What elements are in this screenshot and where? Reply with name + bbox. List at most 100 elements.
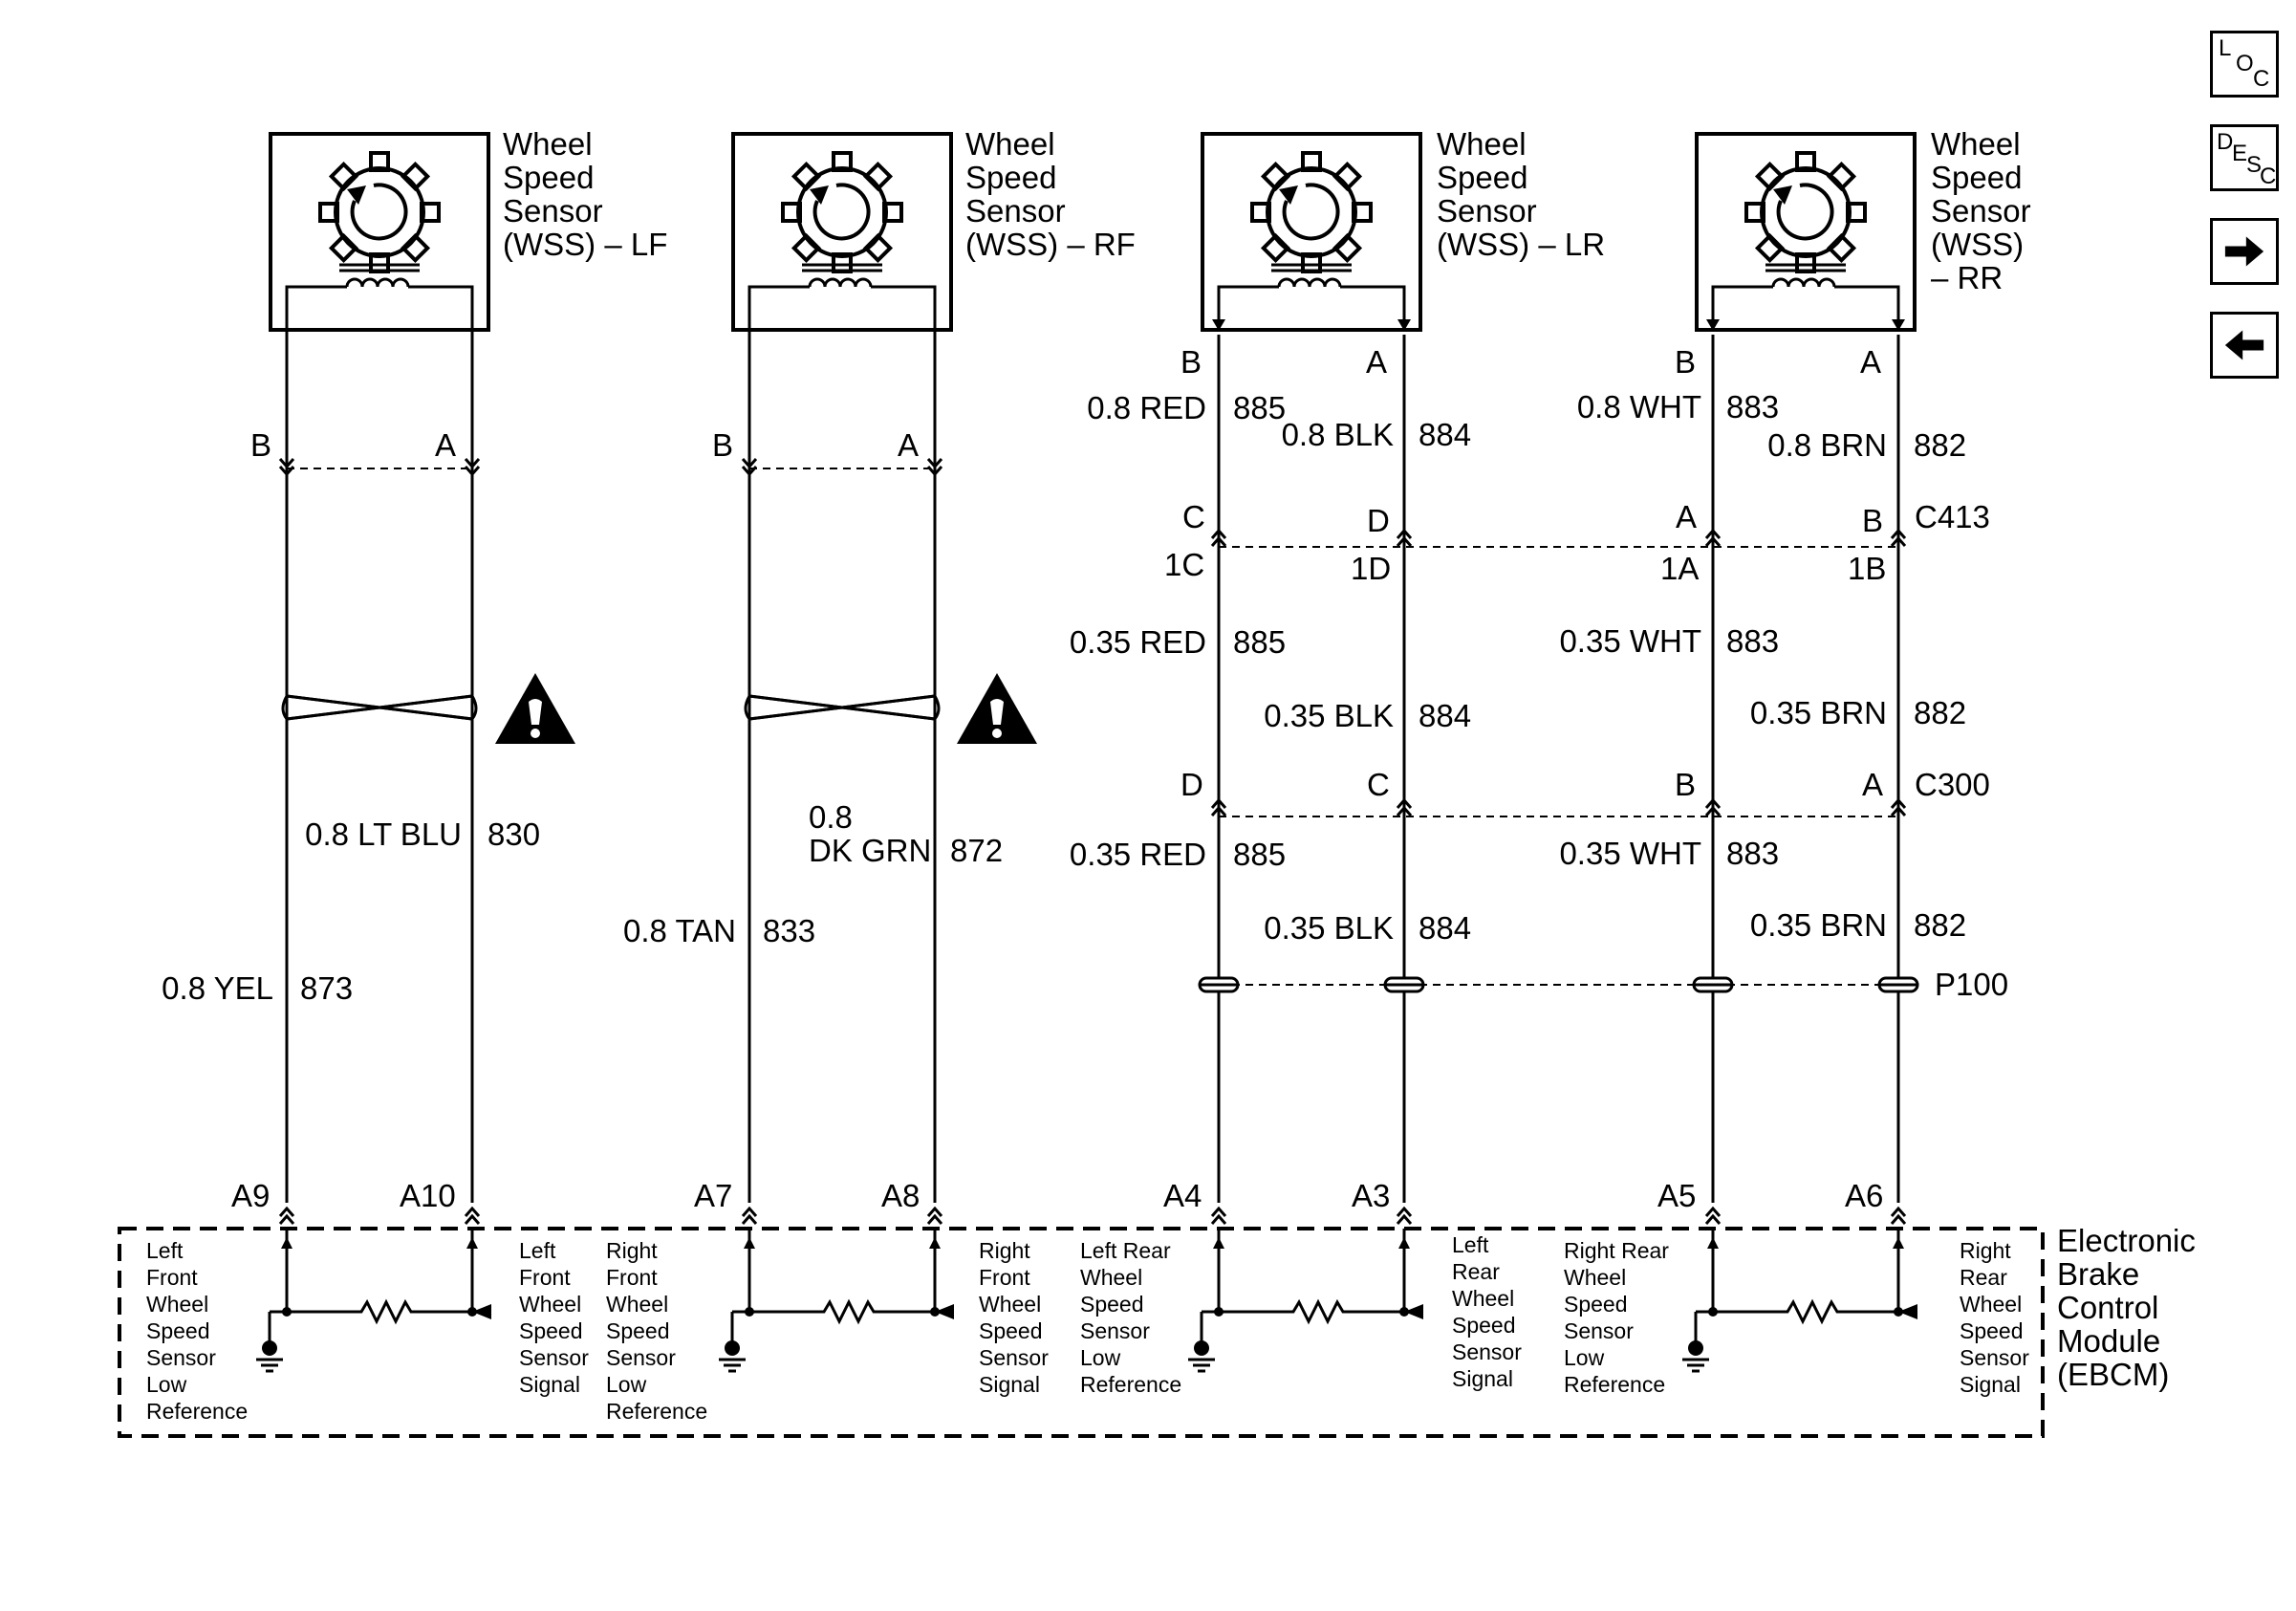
low-wire-labels: 0.35 RED 885 0.35 BLK 884 0.35 WHT 883 0… <box>1070 836 1966 946</box>
twisted-pair-rf <box>744 694 941 721</box>
rf-pin-a: A <box>898 427 919 463</box>
sensor-lr <box>1201 132 1422 333</box>
ebcm-label-lr-signal: Left Rear Wheel Speed Sensor Signal <box>1452 1232 1522 1391</box>
svg-text:Speed: Speed <box>606 1318 670 1343</box>
svg-text:C: C <box>1182 499 1205 534</box>
svg-text:Speed: Speed <box>1960 1318 2024 1343</box>
svg-text:Sensor: Sensor <box>965 193 1066 229</box>
loc-letter-o: O <box>2236 51 2254 76</box>
ebcm-label-lf-signal: Left Front Wheel Speed Sensor Signal <box>519 1238 589 1397</box>
c300-label: C300 <box>1915 767 1990 802</box>
svg-text:Low: Low <box>1564 1345 1605 1370</box>
svg-text:883: 883 <box>1726 836 1779 871</box>
loc-letter-l: L <box>2219 35 2232 61</box>
svg-text:Speed: Speed <box>965 160 1056 195</box>
location-button[interactable]: L O C <box>2210 31 2279 98</box>
svg-text:1A: 1A <box>1660 551 1699 586</box>
svg-text:Speed: Speed <box>1931 160 2022 195</box>
ebcm-label-rr-low-ref: Right Rear Wheel Speed Sensor Low Refere… <box>1564 1238 1669 1397</box>
svg-text:0.35 WHT: 0.35 WHT <box>1559 836 1701 871</box>
svg-text:884: 884 <box>1419 698 1471 733</box>
svg-text:DK GRN: DK GRN <box>809 833 931 868</box>
svg-text:Signal: Signal <box>979 1372 1040 1397</box>
svg-text:Front: Front <box>979 1265 1030 1290</box>
svg-text:Left: Left <box>519 1238 556 1263</box>
svg-text:Rear: Rear <box>1960 1265 2007 1290</box>
svg-text:Wheel: Wheel <box>503 126 593 162</box>
ground-icon <box>1680 1329 1711 1373</box>
lr-pin-a: A <box>1366 344 1387 380</box>
svg-text:Speed: Speed <box>503 160 594 195</box>
svg-text:A7: A7 <box>694 1178 732 1213</box>
ebcm-label-rf-signal: Right Front Wheel Speed Sensor Signal <box>979 1238 1049 1397</box>
ebcm-boundary <box>118 1227 2045 1438</box>
svg-text:Wheel: Wheel <box>1437 126 1527 162</box>
svg-text:(WSS) – LR: (WSS) – LR <box>1437 227 1605 262</box>
desc-letter-c: C <box>2260 163 2277 189</box>
mid-wire-labels: 0.35 RED 885 0.35 BLK 884 0.35 WHT 883 0… <box>1070 623 1966 733</box>
svg-text:Wheel: Wheel <box>1080 1265 1142 1290</box>
svg-text:A8: A8 <box>881 1178 920 1213</box>
svg-text:Sensor: Sensor <box>1452 1339 1522 1364</box>
sensor-rf <box>731 132 953 332</box>
description-button[interactable]: D E S C <box>2210 124 2279 191</box>
next-page-button[interactable] <box>2210 218 2279 285</box>
svg-text:882: 882 <box>1914 907 1966 943</box>
svg-text:Right: Right <box>979 1238 1030 1263</box>
ground-icon <box>254 1329 285 1373</box>
ebcm-title: Electronic Brake Control Module (EBCM) <box>2057 1223 2196 1392</box>
desc-letter-e: E <box>2232 141 2248 166</box>
svg-text:Speed: Speed <box>1452 1313 1516 1338</box>
svg-text:Electronic: Electronic <box>2057 1223 2196 1258</box>
svg-text:A: A <box>1862 767 1883 802</box>
svg-text:Wheel: Wheel <box>519 1292 581 1317</box>
svg-text:D: D <box>1367 503 1390 538</box>
svg-text:0.35 BLK: 0.35 BLK <box>1264 910 1394 946</box>
svg-text:0.8 BRN: 0.8 BRN <box>1767 427 1887 463</box>
svg-text:0.35 WHT: 0.35 WHT <box>1559 623 1701 659</box>
svg-text:A4: A4 <box>1163 1178 1202 1213</box>
svg-text:883: 883 <box>1726 389 1779 425</box>
svg-text:C: C <box>1367 767 1390 802</box>
upper-rear-wire-labels: 0.8 RED 885 0.8 BLK 884 0.8 WHT 883 0.8 … <box>1087 389 1966 463</box>
svg-text:(WSS) – RF: (WSS) – RF <box>965 227 1136 262</box>
lf-pin-b: B <box>250 427 271 463</box>
svg-text:0.35 RED: 0.35 RED <box>1070 624 1206 660</box>
desc-letter-s: S <box>2246 152 2263 178</box>
svg-text:Signal: Signal <box>519 1372 580 1397</box>
svg-text:Sensor: Sensor <box>503 193 603 229</box>
svg-text:Sensor: Sensor <box>1080 1318 1150 1343</box>
svg-text:Signal: Signal <box>1452 1366 1513 1391</box>
twisted-pair-lf <box>281 694 478 721</box>
svg-text:Sensor: Sensor <box>146 1345 216 1370</box>
svg-text:Right: Right <box>1960 1238 2011 1263</box>
svg-text:Speed: Speed <box>519 1318 583 1343</box>
svg-text:885: 885 <box>1233 837 1286 872</box>
svg-text:Speed: Speed <box>979 1318 1043 1343</box>
svg-text:Sensor: Sensor <box>979 1345 1049 1370</box>
svg-text:Front: Front <box>146 1265 198 1290</box>
sensor-lf <box>269 132 490 332</box>
svg-text:Sensor: Sensor <box>519 1345 589 1370</box>
svg-text:A3: A3 <box>1352 1178 1390 1213</box>
front-sensor-connectors <box>278 457 943 476</box>
svg-text:Speed: Speed <box>1437 160 1527 195</box>
svg-text:Sensor: Sensor <box>1437 193 1537 229</box>
ground-icon <box>1186 1329 1217 1373</box>
arrow-right-icon <box>2224 236 2264 267</box>
svg-text:Signal: Signal <box>1960 1372 2021 1397</box>
previous-page-button[interactable] <box>2210 312 2279 379</box>
sensor-rr-title: Wheel Speed Sensor (WSS) – RR <box>1931 126 2031 295</box>
svg-text:0.35 BRN: 0.35 BRN <box>1750 695 1887 730</box>
svg-text:1C: 1C <box>1164 547 1204 582</box>
svg-text:Front: Front <box>519 1265 571 1290</box>
svg-text:Right: Right <box>606 1238 658 1263</box>
svg-text:(WSS): (WSS) <box>1931 227 2024 262</box>
svg-text:Sensor: Sensor <box>1931 193 2031 229</box>
svg-text:Low: Low <box>1080 1345 1121 1370</box>
svg-text:Wheel: Wheel <box>1931 126 2021 162</box>
svg-text:884: 884 <box>1419 910 1471 946</box>
svg-text:873: 873 <box>300 970 353 1006</box>
ebcm-label-lr-low-ref: Left Rear Wheel Speed Sensor Low Referen… <box>1080 1238 1181 1397</box>
warning-icon <box>495 673 575 744</box>
